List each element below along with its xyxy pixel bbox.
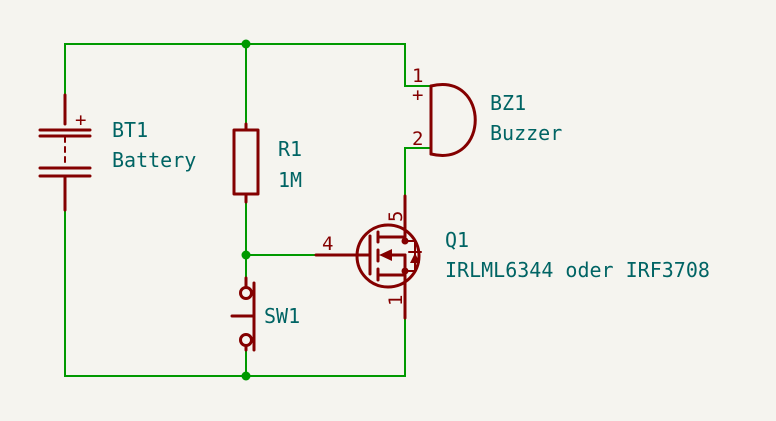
mosfet-drain-pin-label: 5 [385, 211, 407, 222]
mosfet-source-pin-label: 1 [385, 295, 407, 306]
junction-top [241, 39, 251, 49]
resistor-value-label: 1M [278, 168, 302, 192]
buzzer-plus-sign: + [412, 84, 423, 106]
wire-top-left [64, 43, 247, 96]
junction-bottom [241, 371, 251, 381]
wire-top-right [245, 43, 432, 87]
switch-ref-label: SW1 [264, 304, 300, 328]
mosfet-ref-label: Q1 [445, 228, 469, 252]
junction-gate-node [241, 250, 251, 260]
battery-plus-sign: + [75, 109, 86, 131]
wire-buzzer-to-drain [404, 147, 432, 197]
resistor-ref-label: R1 [278, 137, 302, 161]
buzzer-value-label: Buzzer [490, 121, 562, 145]
mosfet-symbol [314, 194, 422, 320]
resistor-r1-symbol [232, 128, 260, 196]
mosfet-value-label: IRLML6344 oder IRF3708 [445, 258, 710, 282]
buzzer-pin1-label: 1 [412, 65, 423, 87]
mosfet-gate-pin-label: 4 [322, 233, 333, 255]
buzzer-symbol [429, 83, 477, 157]
battery-ref-label: BT1 [112, 118, 148, 142]
battery-symbol [38, 93, 92, 212]
battery-value-label: Battery [112, 148, 196, 172]
switch-symbol [230, 276, 256, 352]
wire-bottom [64, 209, 406, 377]
buzzer-pin2-label: 2 [412, 128, 423, 150]
wires [64, 43, 432, 377]
buzzer-ref-label: BZ1 [490, 91, 526, 115]
